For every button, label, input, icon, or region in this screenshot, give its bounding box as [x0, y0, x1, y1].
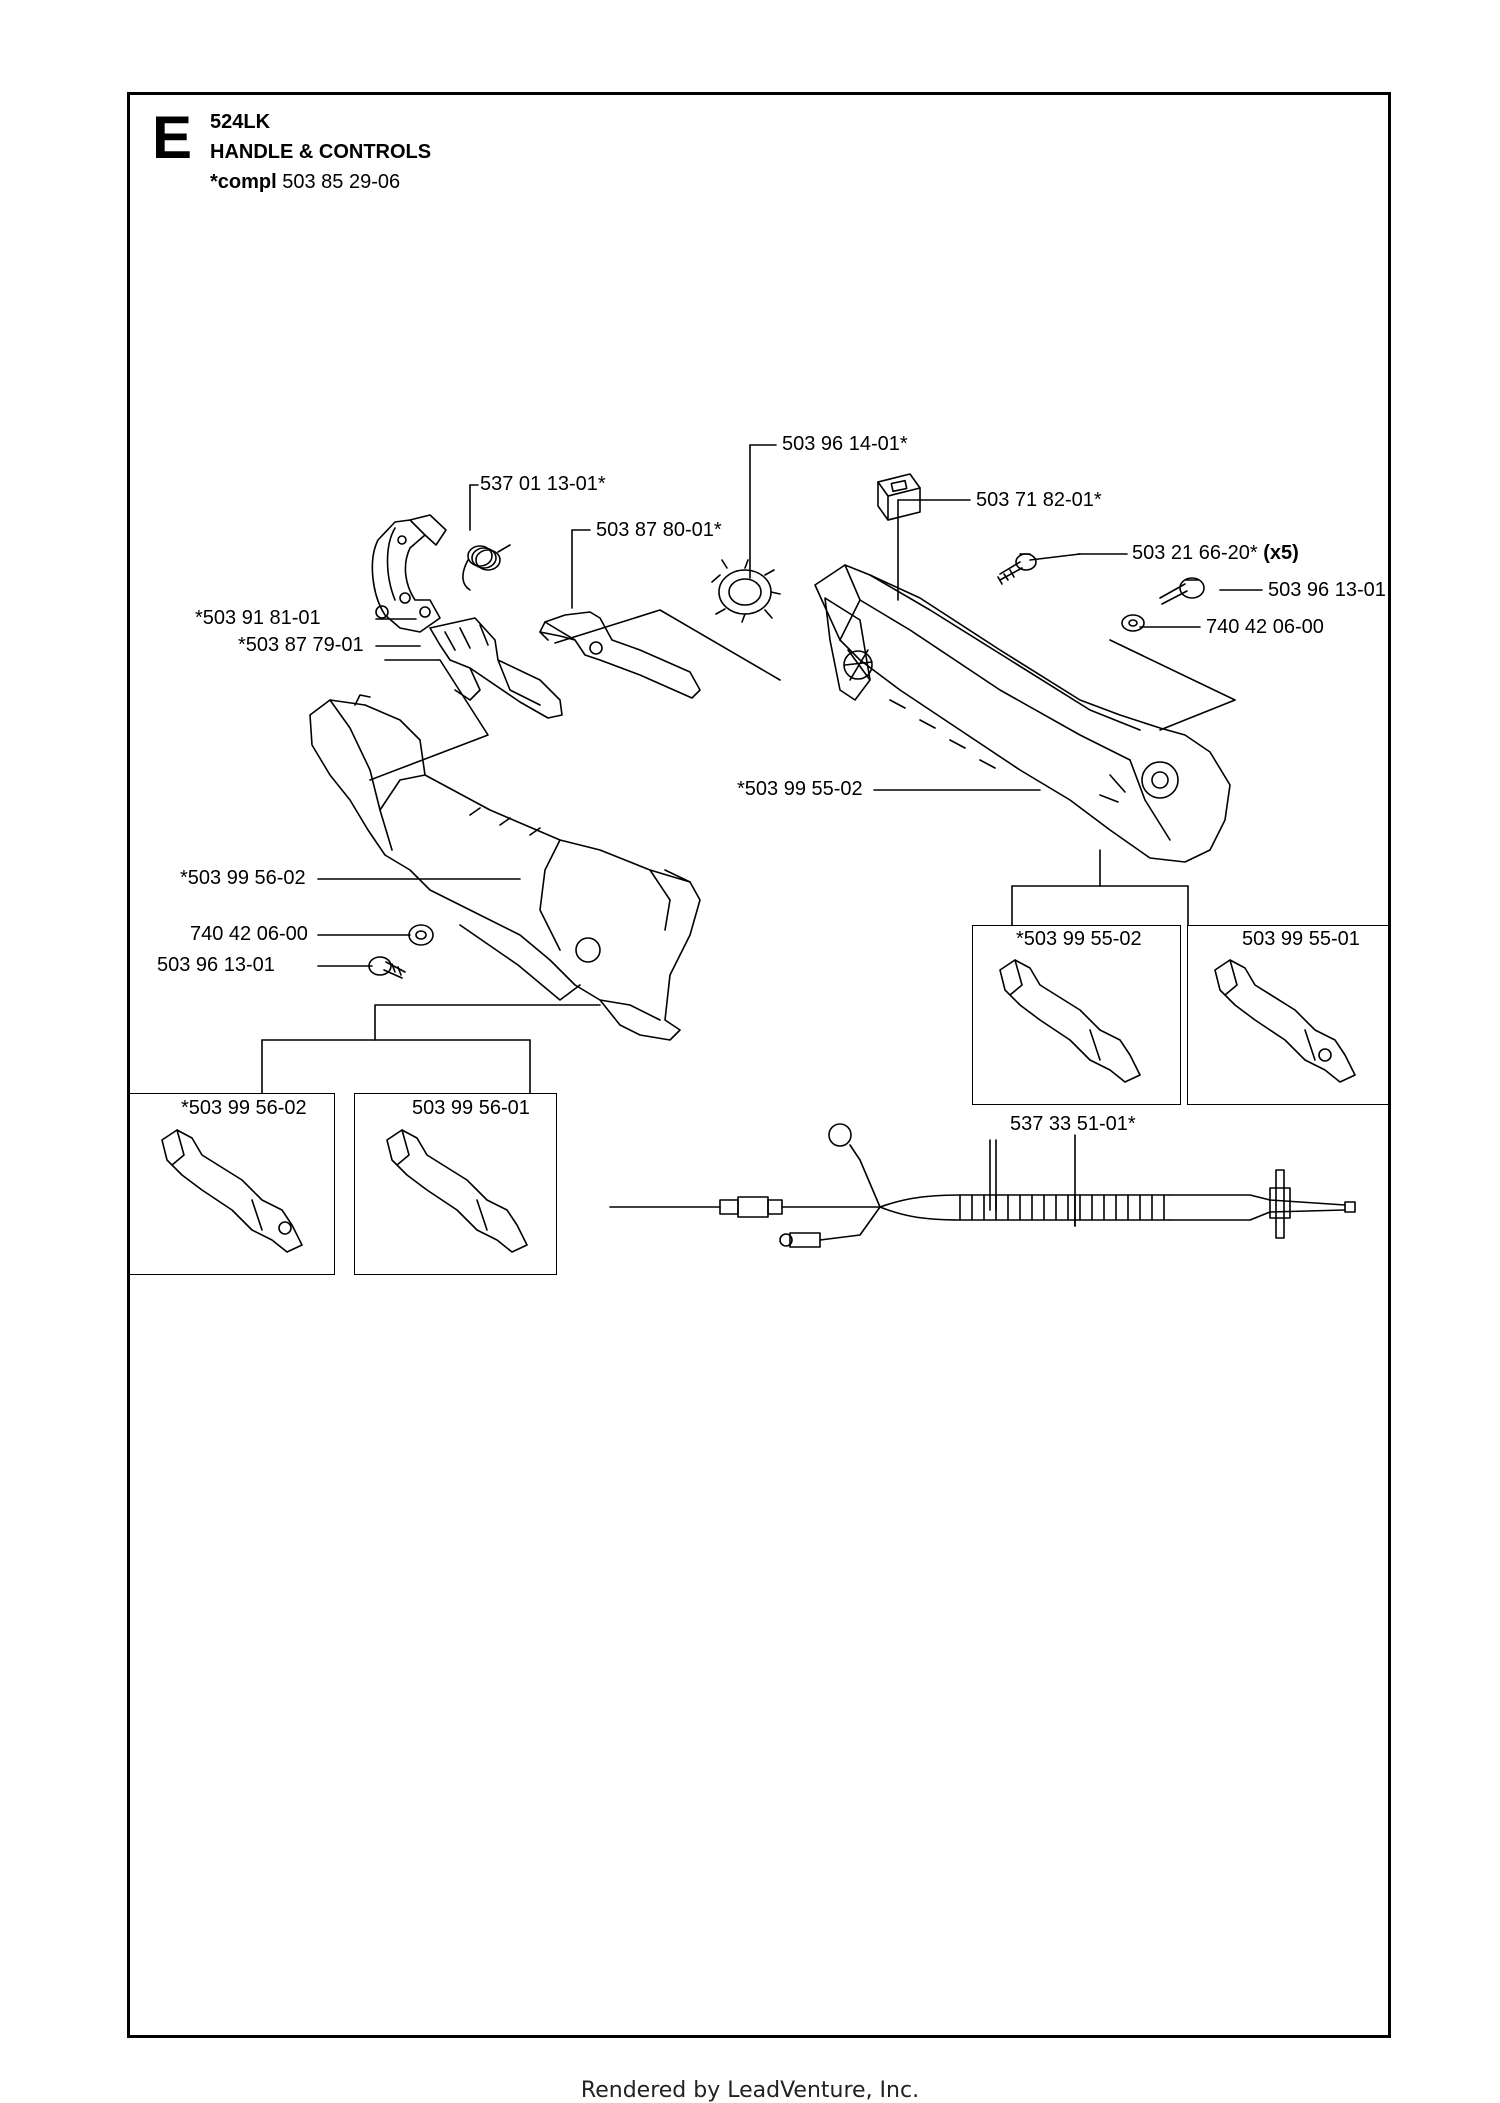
model-number: 524LK — [210, 111, 271, 133]
stop-switch-part — [877, 473, 921, 521]
throttle-trigger-part — [429, 617, 563, 719]
compl-prefix: *compl — [210, 171, 277, 193]
label-box-503995602: *503 99 56-02 — [181, 1097, 307, 1119]
variant-thumbnail-503995501 — [1214, 959, 1356, 1083]
label-box-503995601: 503 99 56-01 — [412, 1097, 530, 1119]
footer-credit: Rendered by LeadVenture, Inc. — [580, 2078, 920, 2103]
label-537335101: 537 33 51-01* — [1010, 1113, 1136, 1135]
variant-thumbnail-503995602 — [161, 1129, 303, 1253]
variant-box-503995502 — [972, 925, 1181, 1105]
throttle-lever-part — [539, 611, 701, 699]
label-503216620-number: 503 21 66-20* — [1132, 542, 1258, 564]
label-box-503995501: 503 99 55-01 — [1242, 928, 1360, 950]
label-537011301: 537 01 13-01* — [480, 473, 606, 495]
handle-screw-right-part — [1159, 577, 1205, 605]
label-503961301-right: 503 96 13-01 — [1268, 579, 1386, 601]
handle-half-right-part — [814, 564, 1231, 863]
variant-box-503995601 — [354, 1093, 557, 1275]
label-503878001: 503 87 80-01* — [596, 519, 722, 541]
label-box-503995502: *503 99 55-02 — [1016, 928, 1142, 950]
wiring-cable-part — [609, 1123, 1356, 1248]
label-503961401: 503 96 14-01* — [782, 433, 908, 455]
label-503918101: *503 91 81-01 — [195, 607, 321, 629]
page-title: HANDLE & CONTROLS — [210, 141, 432, 163]
label-503718201: 503 71 82-01* — [976, 489, 1102, 511]
diagram-frame — [127, 92, 1391, 2038]
variant-box-503995602 — [129, 1093, 335, 1275]
rubber-ring-part — [711, 559, 781, 623]
variant-box-503995501 — [1187, 925, 1391, 1105]
compl-line: *compl 503 85 29-06 — [210, 172, 400, 192]
washer-left-part — [408, 924, 434, 946]
screw-part — [997, 553, 1037, 585]
section-letter: E — [152, 104, 193, 171]
label-503995602: *503 99 56-02 — [180, 867, 306, 889]
label-740420600-left: 740 42 06-00 — [190, 923, 308, 945]
handle-screw-left-part — [368, 956, 406, 979]
variant-thumbnail-503995502 — [999, 959, 1141, 1083]
label-503961301-left: 503 96 13-01 — [157, 954, 275, 976]
variant-thumbnail-503995601 — [386, 1129, 528, 1253]
label-503995502: *503 99 55-02 — [737, 778, 863, 800]
label-503216620: 503 21 66-20* (x5) — [1132, 543, 1299, 563]
washer-right-part — [1121, 614, 1145, 632]
label-503216620-qty: (x5) — [1263, 542, 1299, 564]
handle-half-left-part — [309, 694, 701, 1041]
label-740420600-right: 740 42 06-00 — [1206, 616, 1324, 638]
bracket-clamp-part — [371, 514, 447, 633]
torsion-spring-part — [462, 544, 511, 591]
label-503877901: *503 87 79-01 — [238, 634, 364, 656]
compl-number: 503 85 29-06 — [282, 171, 401, 193]
leader-lines — [261, 444, 1263, 1227]
